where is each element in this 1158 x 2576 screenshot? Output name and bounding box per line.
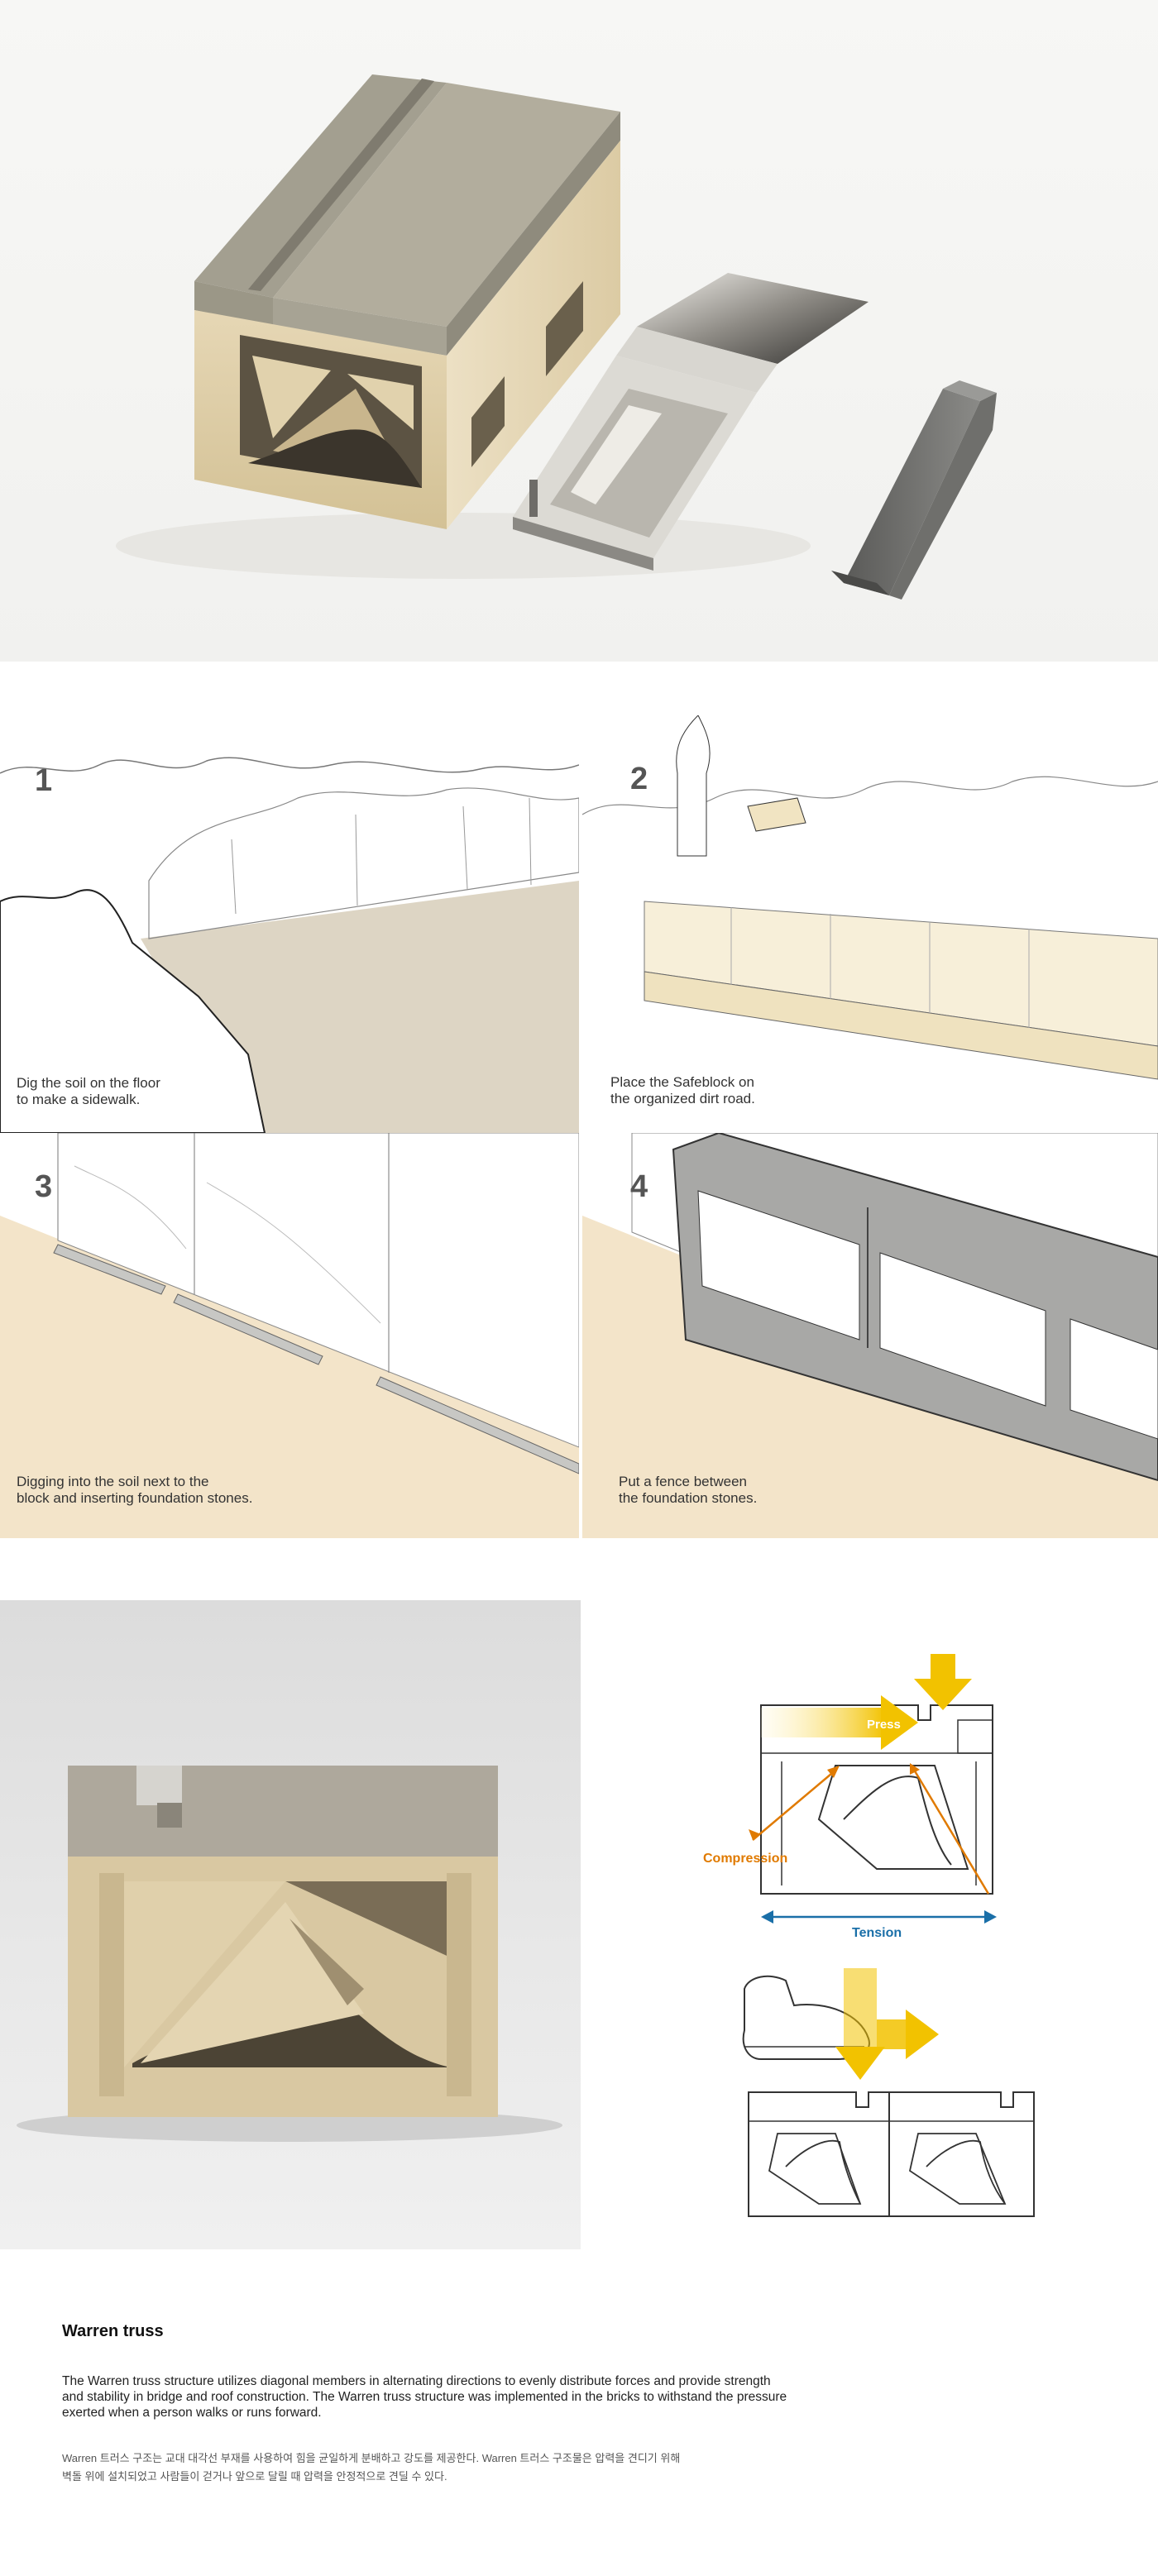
step-panel-1: 1 Dig the soil on the floor to make a si… (0, 748, 579, 1133)
press-arrow-down (914, 1654, 972, 1710)
press-label: Press (867, 1718, 901, 1732)
section-body-en: The Warren truss structure utilizes diag… (62, 2374, 787, 2420)
step-number: 3 (35, 1169, 53, 1204)
section-title: Warren truss (62, 2322, 164, 2340)
step-caption: Place the Safeblock on the organized dir… (610, 1074, 755, 1106)
block-closeup-render (0, 1600, 581, 2249)
footstep-diagram (736, 1968, 1050, 2233)
hero-product-render (0, 0, 1158, 662)
step-4-illustration (582, 1133, 1158, 1538)
step-panel-4: 4 Put a fence between the foundation sto… (582, 1133, 1158, 1538)
safeblock-exploded-render (116, 74, 997, 600)
step-1-illustration (0, 757, 579, 1133)
step-arrow-forward (906, 2010, 939, 2059)
block-top-right-stone (273, 83, 620, 327)
tension-label: Tension (852, 1926, 902, 1940)
step-caption: Dig the soil on the floor to make a side… (17, 1075, 160, 1107)
step-panel-3: 3 Digging into the soil next to the bloc… (0, 1133, 579, 1538)
step-panel-2: 2 Place the Safeblock on the organized d… (582, 715, 1158, 1133)
step-2-illustration (582, 715, 1158, 1080)
force-diagram: Press Compression Tension (703, 1646, 1050, 1943)
step-3-illustration (0, 1133, 579, 1538)
compression-label: Compression (703, 1852, 787, 1866)
step-caption: Digging into the soil next to the block … (17, 1474, 253, 1506)
step-caption: Put a fence between the foundation stone… (619, 1474, 758, 1506)
press-arrow-horizontal (761, 1708, 885, 1737)
press-compression-tension-diagram: Press Compression Tension (703, 1654, 997, 1940)
shoe-pressure-diagram (742, 1968, 1035, 2217)
step-number: 1 (35, 763, 53, 798)
step-arrow-down (835, 2047, 885, 2080)
curb-stone (844, 389, 980, 595)
step-number: 4 (630, 1169, 648, 1204)
step-number: 2 (630, 762, 648, 796)
section-body-ko: Warren 트러스 구조는 교대 대각선 부재를 사용하여 힘을 균일하게 분… (62, 2452, 681, 2483)
truss-block-render (17, 1766, 562, 2142)
tempered-plate (637, 273, 868, 364)
